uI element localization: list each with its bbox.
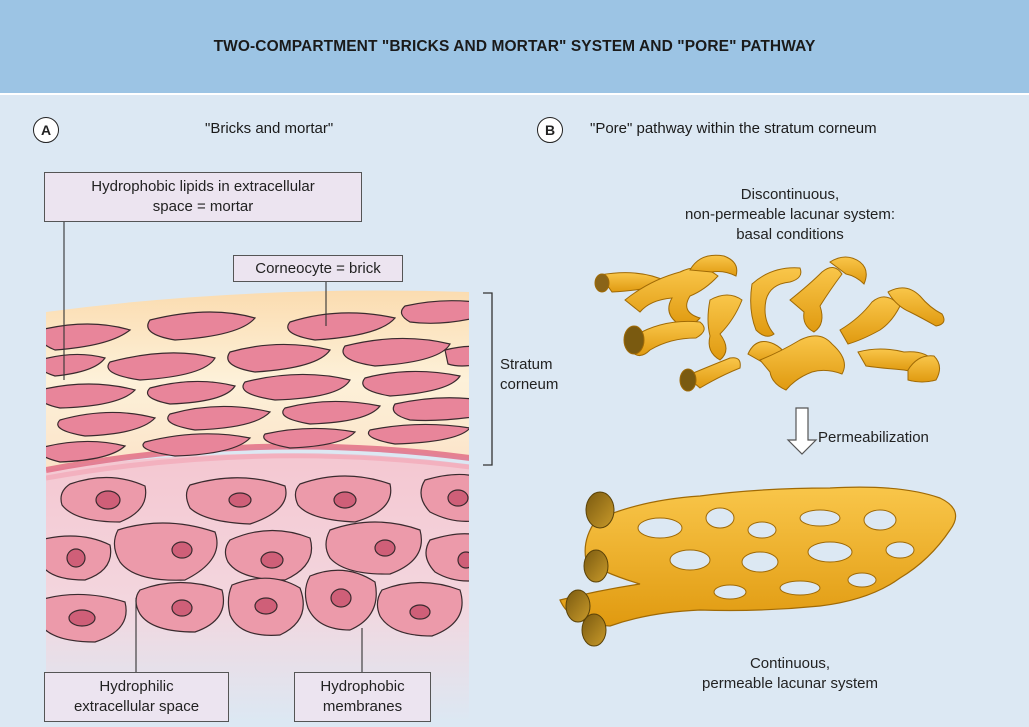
panel-a-letter: A xyxy=(33,117,59,143)
stratum-label-line1: Stratum xyxy=(500,355,572,375)
panel-b-title: "Pore" pathway within the stratum corneu… xyxy=(590,120,877,137)
panel-a-title: "Bricks and mortar" xyxy=(205,120,333,137)
discontinuous-label-line2: non-permeable lacunar system: xyxy=(640,205,940,225)
discontinuous-label: Discontinuous, non-permeable lacunar sys… xyxy=(640,185,940,245)
hydrophilic-label: Hydrophilic extracellular space xyxy=(44,672,229,722)
continuous-label-line1: Continuous, xyxy=(640,654,940,674)
mortar-label-line1: Hydrophobic lipids in extracellular xyxy=(45,177,361,197)
permeabilization-label: Permeabilization xyxy=(818,428,929,448)
brick-label-text: Corneocyte = brick xyxy=(234,259,402,279)
continuous-lacunar-system xyxy=(560,487,956,646)
stratum-label-line2: corneum xyxy=(500,375,572,395)
stratum-corneum-label: Stratum corneum xyxy=(500,355,572,395)
mortar-label-line2: space = mortar xyxy=(45,197,361,217)
continuous-label: Continuous, permeable lacunar system xyxy=(640,654,940,694)
panel-b-letter: B xyxy=(537,117,563,143)
hydrophilic-label-line1: Hydrophilic xyxy=(45,677,228,697)
discontinuous-label-line3: basal conditions xyxy=(640,225,940,245)
brick-label: Corneocyte = brick xyxy=(233,255,403,282)
tissue-section xyxy=(38,291,480,722)
permeabilization-arrow xyxy=(788,408,816,454)
stratum-corneum-bracket xyxy=(483,293,492,465)
hydrophilic-label-line2: extracellular space xyxy=(45,697,228,717)
continuous-label-line2: permeable lacunar system xyxy=(640,674,940,694)
mortar-label: Hydrophobic lipids in extracellular spac… xyxy=(44,172,362,222)
membranes-label-line1: Hydrophobic xyxy=(295,677,430,697)
membranes-label-line2: membranes xyxy=(295,697,430,717)
discontinuous-label-line1: Discontinuous, xyxy=(640,185,940,205)
membranes-label: Hydrophobic membranes xyxy=(294,672,431,722)
discontinuous-lacunar-system xyxy=(595,255,944,391)
